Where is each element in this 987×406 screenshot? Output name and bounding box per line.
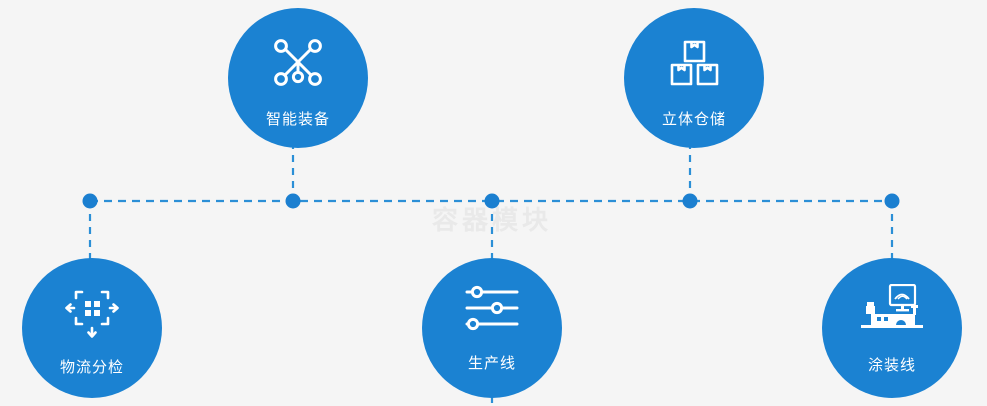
node-smart-equipment[interactable]: 智能装备 [228,8,368,148]
paint-booth-icon [861,283,923,334]
node-label-stereoscopic-warehouse: 立体仓储 [661,111,726,128]
node-production-line[interactable]: 生产线 [422,258,562,398]
sliders-icon [463,284,521,332]
stacked-boxes-icon [666,36,722,92]
background-watermark: 容器模块 [432,205,553,235]
junction-dot-production [484,193,500,209]
junction-dot-warehouse [682,193,698,209]
network-nodes-icon [270,36,326,92]
junction-dot-equipment [285,193,301,209]
node-label-production-line: 生产线 [467,355,516,372]
node-label-smart-equipment: 智能装备 [265,111,330,128]
node-logistics-sorting[interactable]: 物流分检 [22,258,162,398]
sorting-scan-icon [63,284,121,342]
node-stereoscopic-warehouse[interactable]: 立体仓储 [624,8,764,148]
junction-dot-painting [884,193,900,209]
junction-dot-logistics [82,193,98,209]
node-painting-line[interactable]: 涂装线 [822,258,962,398]
node-label-painting-line: 涂装线 [867,357,916,374]
node-label-logistics-sorting: 物流分检 [59,359,124,376]
